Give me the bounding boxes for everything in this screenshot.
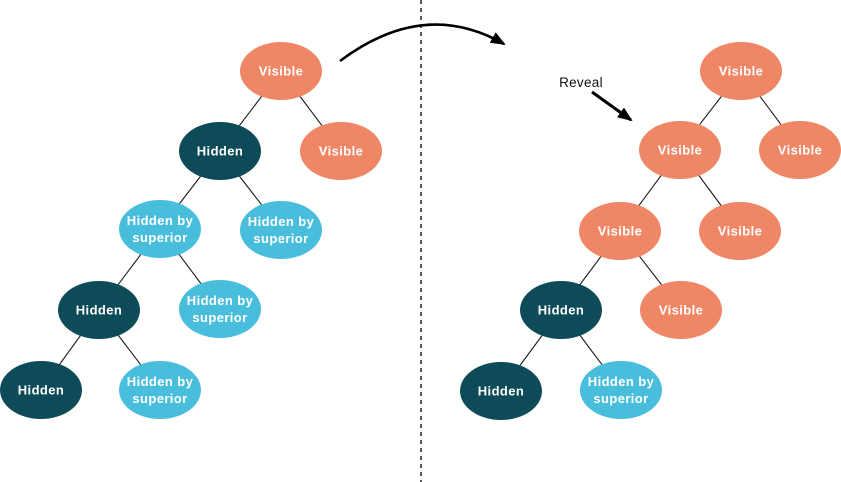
node-ellipse (699, 202, 781, 260)
node-label: Visible (659, 303, 703, 318)
tree-node-visible: Visible (759, 121, 841, 179)
node-label: Hidden (538, 303, 584, 318)
node-label: Visible (319, 144, 363, 159)
tree-node-hidden: Hidden (520, 281, 602, 339)
transform-arrow-icon (339, 23, 506, 63)
node-ellipse (300, 122, 382, 180)
node-label: Visible (718, 224, 762, 239)
tree-node-visible: Visible (699, 202, 781, 260)
tree-node-hidden: Hidden (0, 361, 82, 419)
node-label: Hidden (478, 384, 524, 399)
node-ellipse (460, 362, 542, 420)
node-ellipse (520, 281, 602, 339)
node-ellipse (179, 122, 261, 180)
node-ellipse (119, 361, 201, 419)
node-ellipse (579, 202, 661, 260)
node-ellipse (179, 280, 261, 338)
reveal-arrow-icon (591, 90, 633, 122)
node-label: Hidden (76, 303, 122, 318)
node-ellipse (0, 361, 82, 419)
tree-node-visible: Visible (300, 122, 382, 180)
tree-node-visible: Visible (640, 281, 722, 339)
node-ellipse (580, 361, 662, 419)
tree-node-visible: Visible (579, 202, 661, 260)
node-ellipse (119, 200, 201, 258)
tree-node-hidden: Hidden (58, 281, 140, 339)
tree-node-visible: Visible (639, 121, 721, 179)
node-label: Hidden (197, 144, 243, 159)
reveal-label: Reveal (559, 75, 603, 90)
tree-node-visible: Visible (700, 42, 782, 100)
node-ellipse (759, 121, 841, 179)
node-label: Visible (719, 64, 763, 79)
node-label: Hidden (18, 383, 64, 398)
node-ellipse (639, 121, 721, 179)
node-ellipse (58, 281, 140, 339)
node-ellipse (640, 281, 722, 339)
node-label: Visible (658, 143, 702, 158)
reveal-annotation: Reveal (559, 75, 633, 122)
node-ellipse (240, 201, 322, 259)
node-label: Visible (259, 64, 303, 79)
tree-node-hidden: Hidden (460, 362, 542, 420)
node-ellipse (700, 42, 782, 100)
node-label: Visible (598, 224, 642, 239)
node-ellipse (240, 42, 322, 100)
node-label: Visible (778, 143, 822, 158)
tree-node-visible: Visible (240, 42, 322, 100)
tree-node-hidden: Hidden (179, 122, 261, 180)
